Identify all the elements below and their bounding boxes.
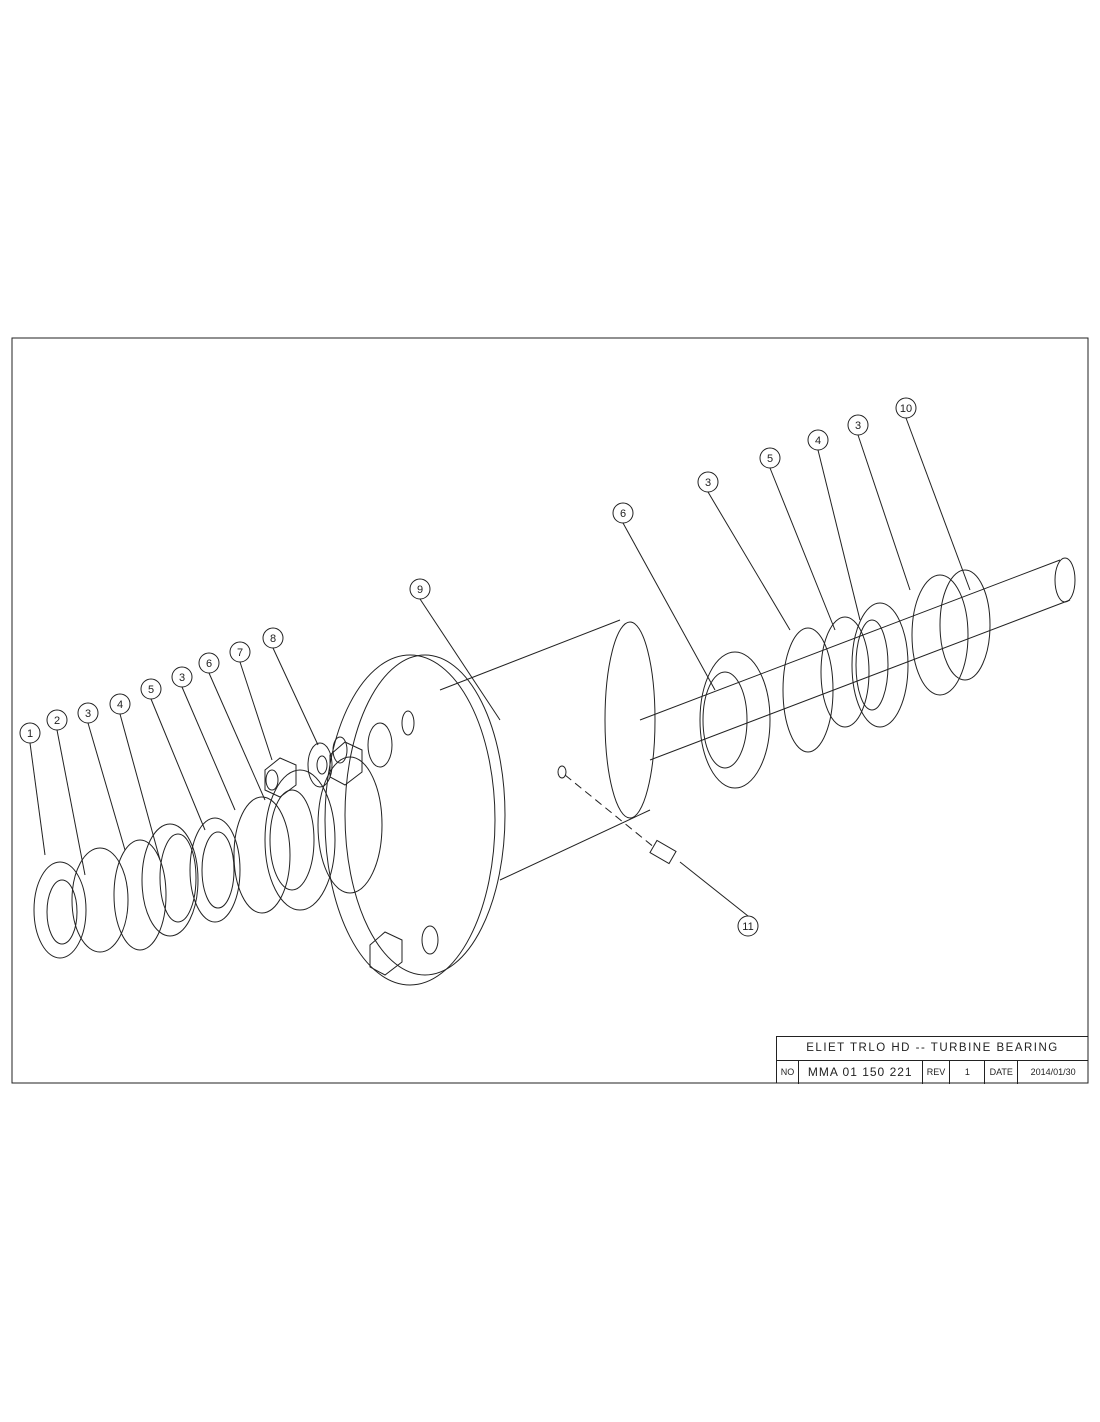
balloon-9: 9 [409,578,431,600]
balloon-6: 6 [198,652,220,674]
balloon-5b: 5 [759,447,781,469]
svg-text:6: 6 [620,508,626,520]
date-label: DATE [985,1061,1019,1084]
parts [33,557,1076,986]
svg-text:7: 7 [237,647,243,659]
svg-text:1: 1 [27,728,33,740]
leaders [29,417,971,917]
svg-text:2: 2 [54,715,60,727]
balloon-3b: 3 [171,666,193,688]
drawing-frame [11,337,1089,1084]
flange [324,654,496,986]
svg-text:10: 10 [900,403,912,415]
drawing-title: ELIET TRLO HD -- TURBINE BEARING [777,1037,1088,1061]
title-block: ELIET TRLO HD -- TURBINE BEARING NO MMA … [776,1036,1088,1084]
balloon-5: 5 [140,678,162,700]
rev-value: 1 [950,1061,986,1084]
balloon-2: 2 [46,709,68,731]
svg-text:4: 4 [117,699,123,711]
svg-text:3: 3 [705,477,711,489]
balloon-6b: 6 [612,502,634,524]
date-value: 2014/01/30 [1030,1067,1076,1077]
svg-text:3: 3 [85,708,91,720]
balloon-3: 3 [77,702,99,724]
svg-text:8: 8 [270,633,276,645]
drawing-number: MMA 01 150 221 [799,1061,923,1084]
balloon-8: 8 [262,627,284,649]
balloon-1: 1 [19,722,41,744]
svg-text:3: 3 [179,672,185,684]
rev-label: REV [923,1061,951,1084]
svg-text:4: 4 [815,435,821,447]
svg-text:9: 9 [417,584,423,596]
balloon-3c: 3 [697,471,719,493]
svg-text:6: 6 [206,658,212,670]
svg-text:5: 5 [148,684,154,696]
balloon-11: 11 [737,915,759,937]
balloon-4: 4 [109,693,131,715]
balloon-10: 10 [895,397,917,419]
svg-text:5: 5 [767,453,773,465]
balloon-7: 7 [229,641,251,663]
balloon-4b: 4 [807,429,829,451]
balloon-3d: 3 [847,414,869,436]
svg-text:11: 11 [742,921,753,933]
svg-text:3: 3 [855,420,861,432]
no-label: NO [777,1061,799,1084]
